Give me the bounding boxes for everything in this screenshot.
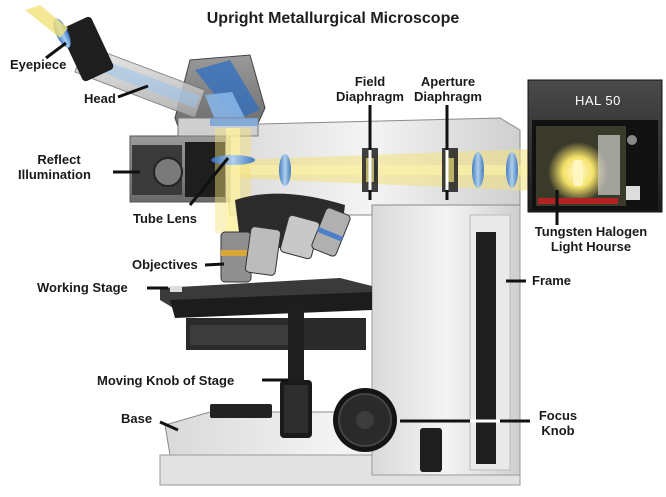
objective-2 xyxy=(244,226,282,276)
head xyxy=(174,54,266,137)
label-head: Head xyxy=(84,91,116,106)
label-objectives: Objectives xyxy=(132,257,198,272)
leader-highlights xyxy=(368,150,500,423)
label-moving-knob: Moving Knob of Stage xyxy=(97,373,235,388)
label-base: Base xyxy=(121,411,153,426)
focus-knob xyxy=(333,388,397,452)
label-tungsten-line2: Light Hourse xyxy=(550,239,632,254)
lamp-badge: HAL 50 xyxy=(575,93,621,108)
nosepiece xyxy=(220,193,351,283)
objective-4 xyxy=(311,207,351,257)
label-aperture-diaphragm-line2: Diaphragm xyxy=(414,89,482,104)
lamp-house xyxy=(527,79,663,213)
label-aperture-diaphragm-line1: Aperture xyxy=(420,74,476,89)
label-field-diaphragm-line2: Diaphragm xyxy=(336,89,404,104)
label-tungsten-line1: Tungsten Halogen xyxy=(534,224,648,239)
label-focus-knob-line1: Focus xyxy=(538,408,578,423)
label-tube-lens: Tube Lens xyxy=(133,211,198,226)
frame xyxy=(371,204,521,476)
label-reflect-illumination-line2: Illumination xyxy=(18,167,91,182)
moving-knob xyxy=(280,305,312,438)
label-reflect-illumination-line1: Reflect xyxy=(37,152,81,167)
label-field-diaphragm-line1: Field xyxy=(354,74,386,89)
label-frame: Frame xyxy=(532,273,572,288)
objective-1 xyxy=(220,231,252,283)
working-stage xyxy=(160,278,372,350)
eyepiece-tube xyxy=(25,5,206,119)
label-focus-knob-line2: Knob xyxy=(541,423,575,438)
label-eyepiece: Eyepiece xyxy=(10,57,67,72)
label-working-stage: Working Stage xyxy=(37,280,128,295)
diagram-title: Upright Metallurgical Microscope xyxy=(206,10,460,27)
